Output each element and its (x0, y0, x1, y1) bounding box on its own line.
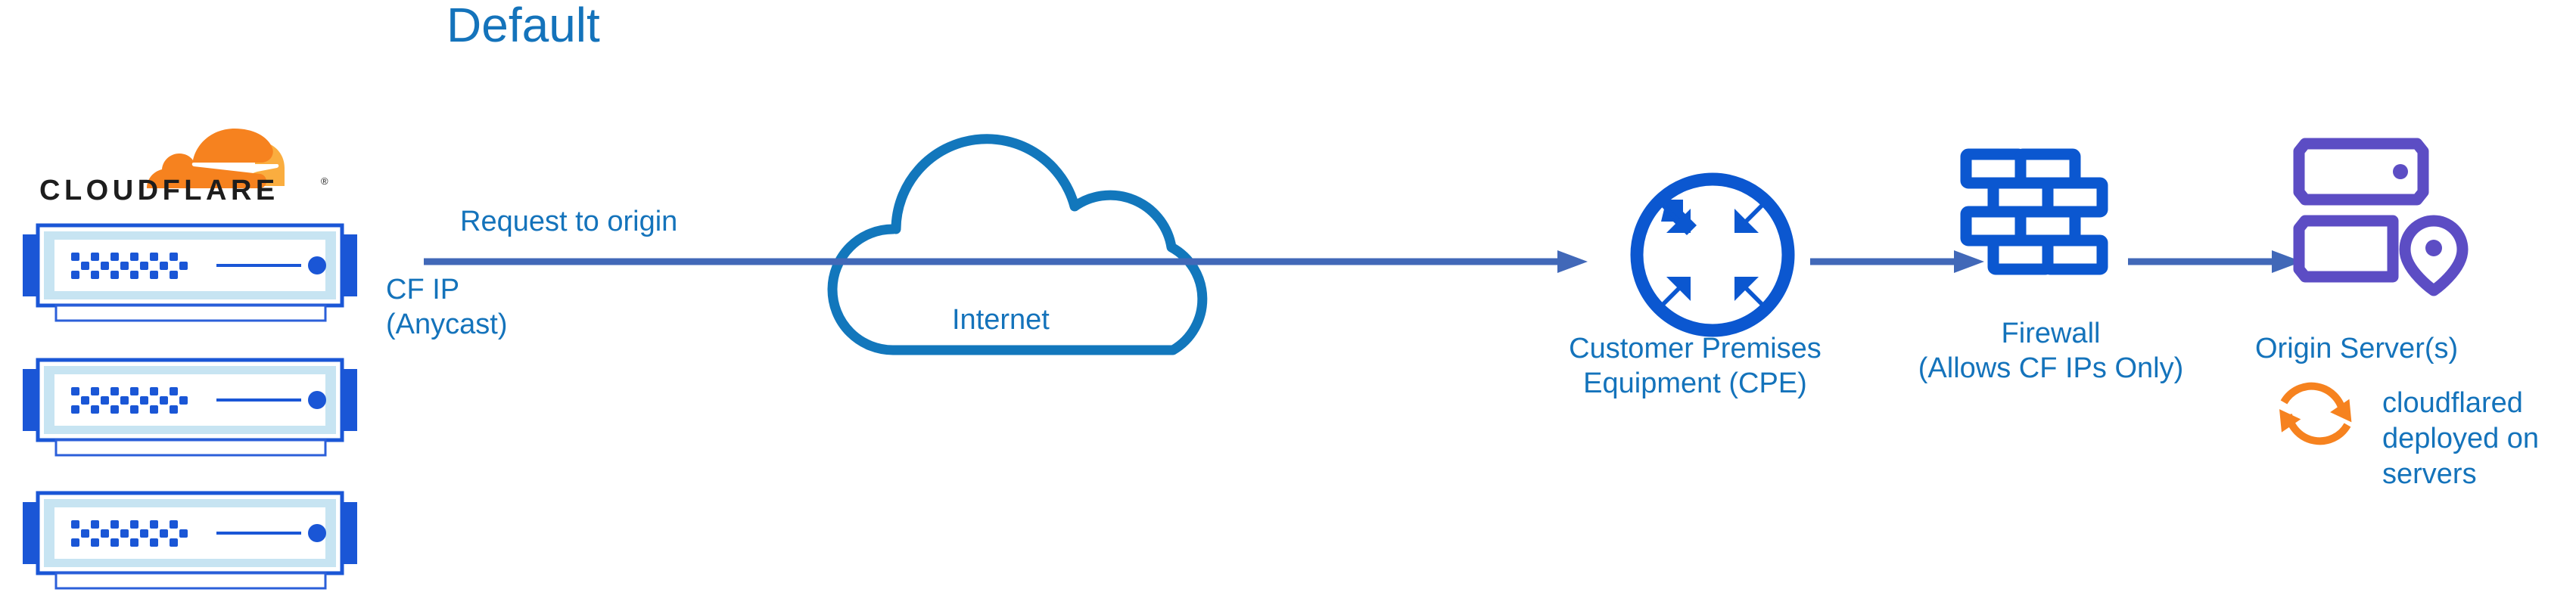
sync-arrows-icon (2270, 375, 2361, 458)
cloudflare-wordmark: CLOUDFLARE ® (39, 172, 342, 207)
connector-cpe-to-firewall (1810, 247, 1984, 277)
page-title: Default (446, 0, 600, 52)
brick-wall-icon (1960, 148, 2119, 299)
cloudflared-note-label: cloudflared deployed on servers (2382, 387, 2540, 490)
router-arrows-circle-icon (1626, 168, 1800, 342)
cloud-outline-icon (817, 110, 1271, 359)
cloudflare-cloud-logo-icon (32, 107, 350, 204)
firewall-label: Firewall (Allows CF IPs Only) (1918, 318, 2184, 384)
server-location-pin-icon (2293, 138, 2475, 296)
server-rack-unit (21, 354, 369, 475)
request-to-origin-label: Request to origin (460, 206, 678, 237)
server-rack-unit (21, 219, 369, 340)
connector-edge-to-cpe (424, 247, 1589, 277)
svg-text:CLOUDFLARE: CLOUDFLARE (39, 175, 279, 206)
connector-firewall-to-origin (2128, 247, 2302, 277)
cpe-label: Customer Premises Equipment (CPE) (1569, 333, 1822, 399)
cf-ip-anycast-label: CF IP (Anycast) (386, 274, 508, 340)
server-rack-unit (21, 487, 369, 608)
svg-text:®: ® (321, 175, 328, 187)
internet-label: Internet (952, 304, 1050, 336)
origin-server-label: Origin Server(s) (2255, 333, 2459, 364)
